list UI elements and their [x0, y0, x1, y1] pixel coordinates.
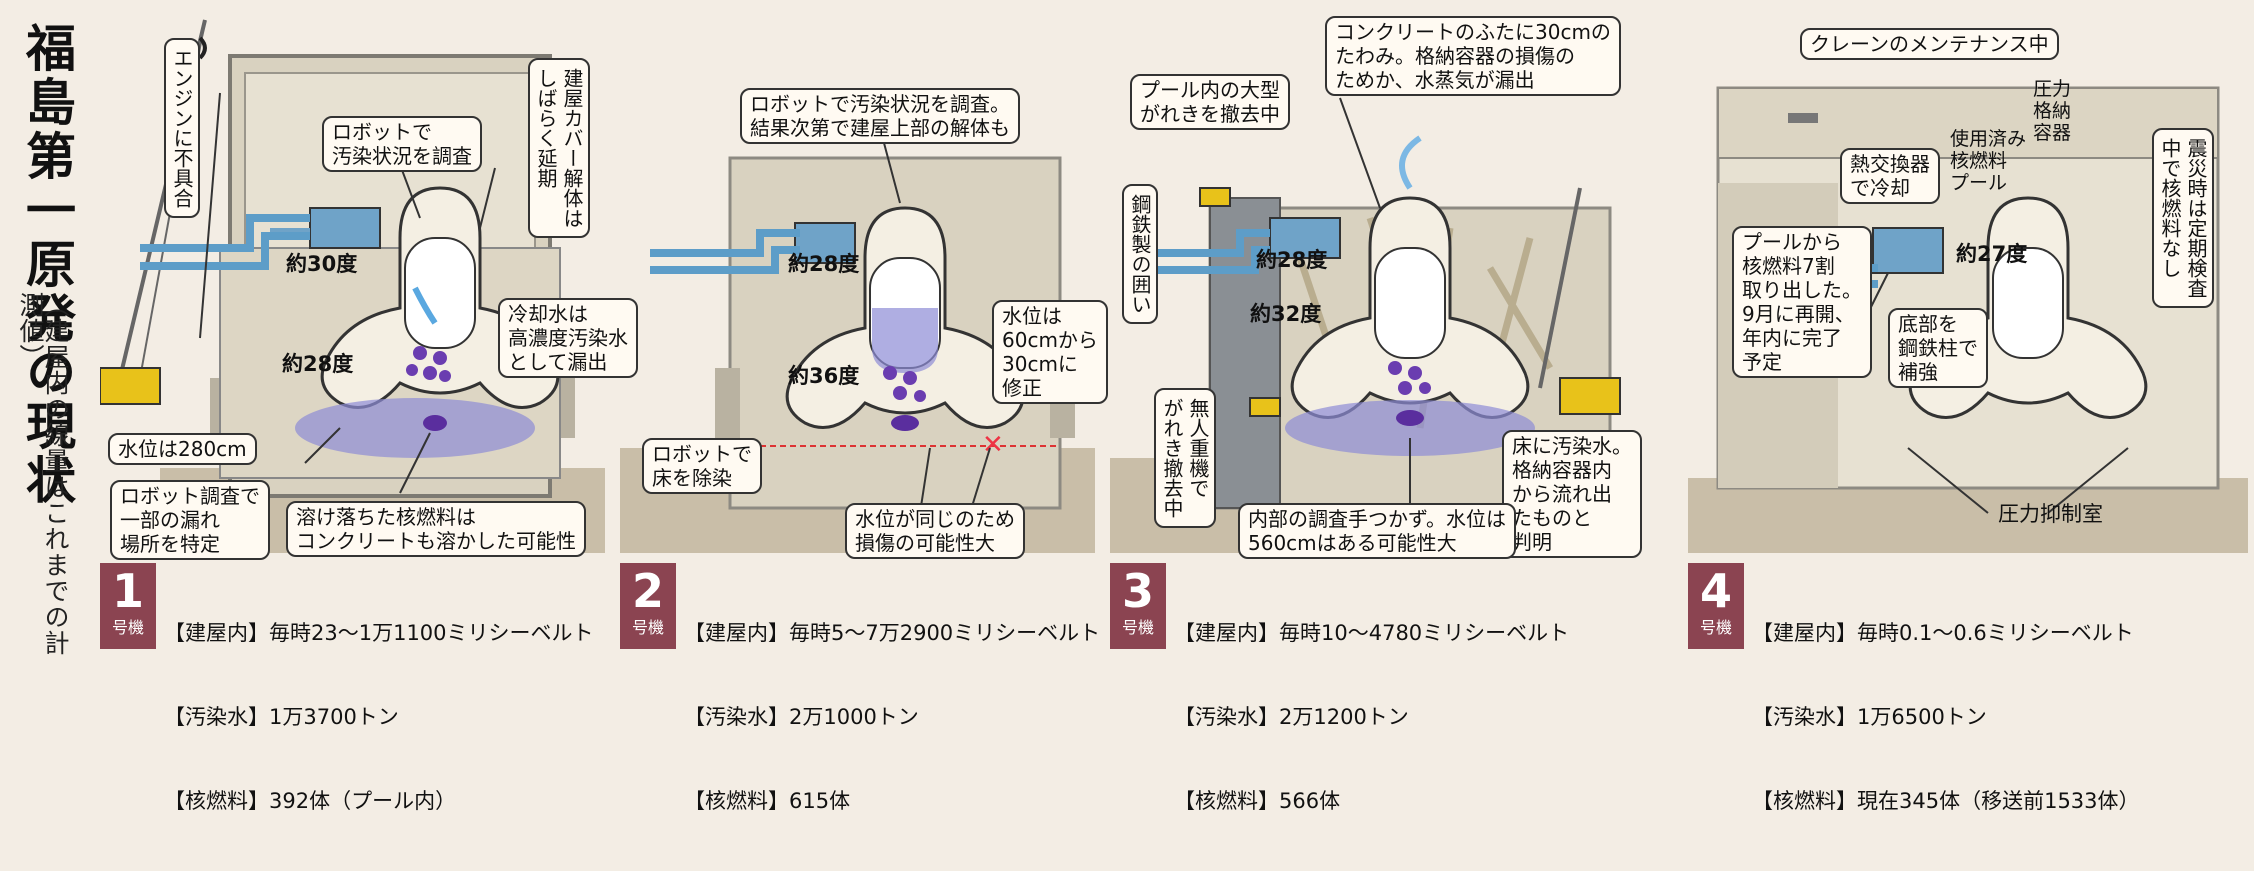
unit-4-base-label: 底部を 鋼鉄柱で 補強 [1888, 308, 1988, 388]
page-subtitle: （建屋内の線量はこれまでの計測値） [16, 292, 70, 656]
unit-3-floor-label: 床に汚染水。 格納容器内 から流れ出 たものと 判明 [1502, 430, 1642, 558]
unit-4-exchanger-label: 熱交換器 で冷却 [1840, 148, 1940, 204]
unit-1-core-temp: 約28度 [282, 352, 354, 376]
unit-1-coolant-label: 冷却水は 高濃度汚染水 として漏出 [498, 298, 638, 378]
unit-3-debris-label: プール内の大型 がれきを撤去中 [1130, 74, 1290, 130]
svg-text:✕: ✕ [982, 430, 1004, 460]
unit-3-steel-label: 鋼鉄製の囲い [1122, 184, 1158, 324]
unit-1-row-fuel: 【核燃料】392体（プール内） [164, 789, 457, 813]
unit-4-pool-temp: 約27度 [1956, 242, 2028, 266]
unit-2-pool-temp: 約28度 [788, 252, 860, 276]
unit-2-core-temp: 約36度 [788, 364, 860, 388]
unit-2-robot-label: ロボットで汚染状況を調査。 結果次第で建屋上部の解体も [740, 88, 1020, 144]
unit-2-decon-label: ロボットで 床を除染 [642, 438, 762, 494]
unit-1-engine-label: エンジンに不具合 [164, 38, 200, 218]
unit-1-panel: エンジンに不具合 建屋カバー解体は しばらく延期 ロボットで 汚染状況を調査 約… [100, 8, 638, 813]
unit-1-melt-label: 溶け落ちた核燃料は コンクリートも溶かした可能性 [286, 501, 586, 557]
unit-2-damage-label: 水位が同じのため 損傷の可能性大 [845, 503, 1025, 559]
unit-3-pool-temp: 約28度 [1256, 248, 1328, 272]
unit-4-spent-pool-label: 使用済み 核燃料 プール [1950, 128, 2027, 194]
unit-3-machine-label: 無人重機で がれき撤去中 [1154, 388, 1216, 528]
unit-2-row-water: 【汚染水】2万1000トン [684, 705, 919, 729]
unit-3-row-fuel: 【核燃料】566体 [1174, 789, 1341, 813]
unit-2-row-fuel: 【核燃料】615体 [684, 789, 851, 813]
unit-1-water-level: 水位は280cm [108, 433, 257, 465]
unit-4-suppression-label: 圧力抑制室 [1998, 502, 2103, 526]
unit-4-pressure-label: 圧力 格納 容器 [2033, 78, 2072, 144]
unit-4-row-building: 【建屋内】毎時0.1〜0.6ミリシーベルト [1752, 621, 2134, 645]
unit-4-quake-label: 震災時は定期検査 中で核燃料なし [2152, 128, 2214, 308]
unit-3-row-building: 【建屋内】毎時10〜4780ミリシーベルト [1174, 621, 1570, 645]
unit-4-panel: クレーンのメンテナンス中 熱交換器 で冷却 使用済み 核燃料 プール 圧力 格納… [1688, 8, 2248, 813]
unit-2-panel: ✕ ロボットで汚染状況を調査。 結果次第で建屋上部の解体も 約28度 約36度 … [620, 8, 1108, 813]
unit-1-row-water: 【汚染水】1万3700トン [164, 705, 399, 729]
unit-1-leak-label: ロボット調査で 一部の漏れ 場所を特定 [110, 480, 270, 560]
unit-3-inside-label: 内部の調査手つかず。水位は 560cmはある可能性大 [1238, 503, 1516, 559]
unit-1-pool-temp: 約30度 [286, 252, 358, 276]
unit-1-robot-label: ロボットで 汚染状況を調査 [322, 116, 482, 172]
unit-1-cover-label: 建屋カバー解体は しばらく延期 [528, 58, 590, 238]
unit-4-row-fuel: 【核燃料】現在345体（移送前1533体） [1752, 789, 2140, 813]
unit-4-removed-label: プールから 核燃料7割 取り出した。 9月に再開、 年内に完了 予定 [1732, 226, 1872, 378]
unit-3-row-water: 【汚染水】2万1200トン [1174, 705, 1409, 729]
unit-4-row-water: 【汚染水】1万6500トン [1752, 705, 1987, 729]
unit-4-crane-label: クレーンのメンテナンス中 [1800, 28, 2059, 60]
unit-1-row-building: 【建屋内】毎時23〜1万1100ミリシーベルト [164, 621, 594, 645]
unit-3-panel: コンクリートのふたに30cmの たわみ。格納容器の損傷の ためか、水蒸気が漏出 … [1110, 8, 1642, 813]
page-title: 福島第一原発の現状 [18, 22, 76, 508]
unit-2-row-building: 【建屋内】毎時5〜7万2900ミリシーベルト [684, 621, 1101, 645]
unit-3-core-temp: 約32度 [1250, 302, 1322, 326]
unit-2-water-level: 水位は 60cmから 30cmに 修正 [992, 300, 1108, 404]
unit-3-lid-label: コンクリートのふたに30cmの たわみ。格納容器の損傷の ためか、水蒸気が漏出 [1325, 16, 1621, 96]
